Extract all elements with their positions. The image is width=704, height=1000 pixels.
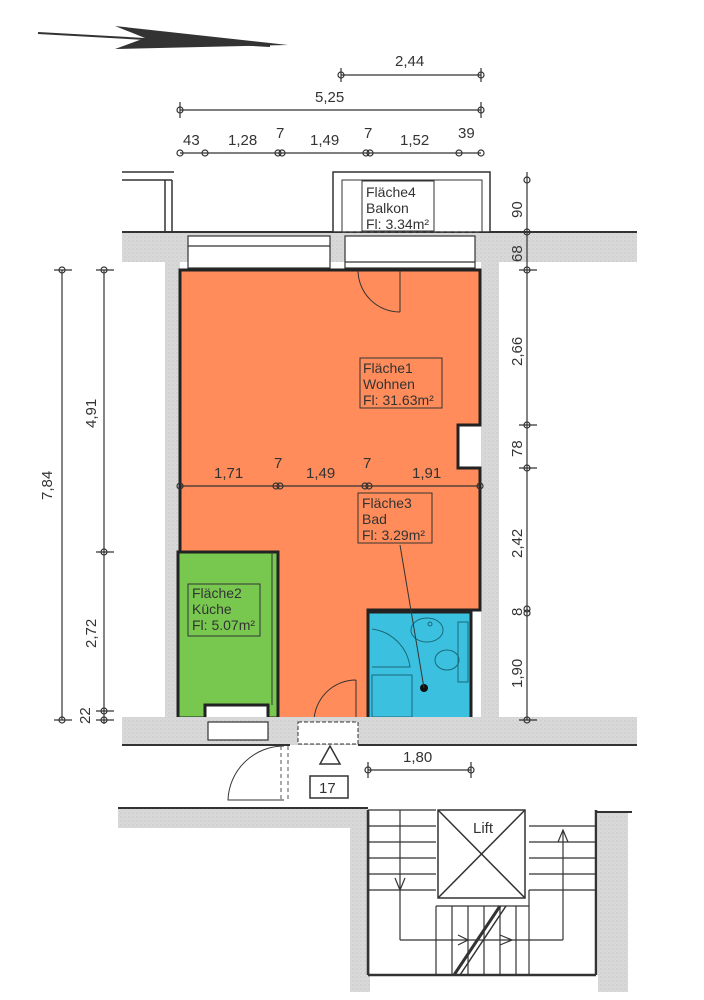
wohnen-type: Wohnen — [363, 376, 415, 392]
entrance-triangle-icon — [318, 744, 342, 765]
dim-left-7-84: 7,84 — [39, 471, 56, 500]
left-dimensions — [54, 266, 114, 724]
dim-right-5: 8 — [509, 608, 526, 616]
balkon-type: Balkon — [366, 200, 409, 216]
top-window — [187, 235, 476, 269]
room-bad — [366, 610, 473, 722]
bathroom-fixtures — [371, 617, 469, 718]
stairwell — [366, 809, 598, 977]
dim-int-0: 1,71 — [214, 465, 243, 482]
dim-int-3: 7 — [363, 455, 371, 472]
dim-seg-4: 7 — [364, 125, 372, 142]
dim-int-1: 7 — [274, 455, 282, 472]
entrance-door-swing — [313, 679, 357, 723]
dim-seg-5: 1,52 — [400, 132, 429, 149]
interior-dimensions — [176, 482, 484, 490]
corridor-door-swing — [227, 745, 285, 801]
dim-bad-1-80: 1,80 — [403, 749, 432, 766]
dim-top-5-25: 5,25 — [315, 89, 344, 106]
kueche-type: Küche — [192, 601, 232, 617]
dim-seg-1: 1,28 — [228, 132, 257, 149]
dim-top-2-44: 2,44 — [395, 53, 424, 70]
dim-right-2: 2,66 — [509, 337, 526, 366]
dim-left-4-91: 4,91 — [83, 399, 100, 428]
dim-right-4: 2,42 — [509, 529, 526, 558]
dim-right-6: 1,90 — [509, 659, 526, 688]
kueche-name: Fläche2 — [192, 585, 242, 601]
dim-left-2-72: 2,72 — [83, 619, 100, 648]
top-dimensions — [176, 68, 485, 157]
dim-right-3: 78 — [509, 440, 526, 457]
lower-wall — [122, 717, 637, 745]
room-kueche — [176, 550, 280, 720]
left-wall — [165, 262, 180, 717]
north-arrow-icon — [37, 26, 288, 49]
balcony — [332, 171, 491, 233]
wohnen-area: Fl: 31.63m² — [363, 392, 434, 408]
dim-int-4: 1,91 — [412, 465, 441, 482]
bad-area: Fl: 3.29m² — [362, 527, 425, 543]
bad-dimension — [364, 762, 475, 778]
lift — [437, 809, 526, 899]
dim-seg-0: 43 — [183, 132, 200, 149]
lift-label: Lift — [473, 820, 494, 837]
balkon-area: Fl: 3.34m² — [366, 216, 429, 232]
bad-name: Fläche3 — [362, 495, 412, 511]
dim-seg-3: 1,49 — [310, 132, 339, 149]
dim-seg-2: 7 — [276, 125, 284, 142]
unit-number: 17 — [319, 780, 336, 797]
dim-seg-6: 39 — [458, 125, 475, 142]
dim-right-0: 90 — [509, 201, 526, 218]
right-wall — [481, 262, 499, 717]
wohnen-name: Fläche1 — [363, 360, 413, 376]
balcony-door-swing — [357, 269, 401, 313]
neighbor-balcony — [122, 171, 174, 232]
bad-type: Bad — [362, 511, 387, 527]
kueche-area: Fl: 5.07m² — [192, 617, 255, 633]
balkon-name: Fläche4 — [366, 184, 416, 200]
dim-int-2: 1,49 — [306, 465, 335, 482]
right-dimensions — [499, 172, 637, 724]
dim-left-22: 22 — [77, 707, 94, 724]
dim-right-1: 68 — [509, 245, 526, 262]
